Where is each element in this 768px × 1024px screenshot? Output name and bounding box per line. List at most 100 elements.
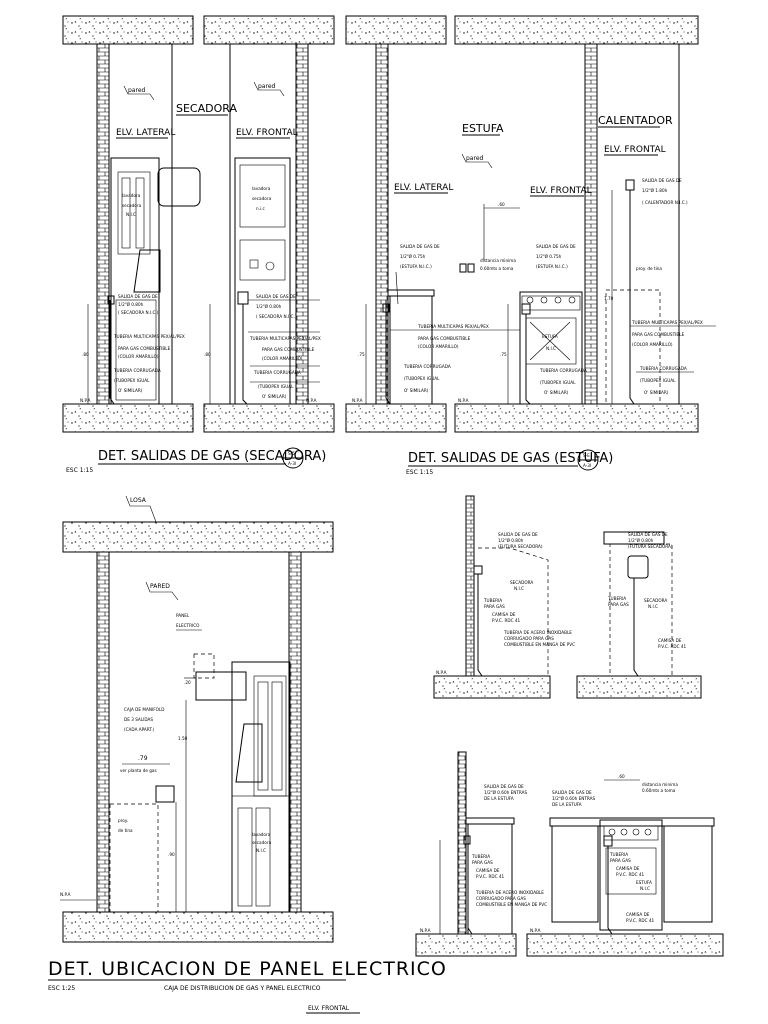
svg-text:DE LA ESTUFA: DE LA ESTUFA — [484, 796, 514, 801]
svg-text:SALIDA DE GAS DE: SALIDA DE GAS DE — [498, 532, 538, 537]
svg-text:SALIDA DE GAS DE: SALIDA DE GAS DE — [552, 790, 592, 795]
svg-text:P.V.C. RDC 41: P.V.C. RDC 41 — [626, 918, 654, 923]
svg-text:proy.: proy. — [118, 818, 128, 823]
svg-text:N.P.A: N.P.A — [80, 398, 91, 403]
svg-text:N.P.A: N.P.A — [436, 670, 447, 675]
svg-text:secadora: secadora — [252, 196, 272, 201]
svg-text:.80: .80 — [204, 352, 211, 357]
svg-text:N.P.A: N.P.A — [352, 398, 363, 403]
svg-text:1/2"Ø 1.80h: 1/2"Ø 1.80h — [642, 188, 668, 193]
svg-text:(FUTURA SECADORA): (FUTURA SECADORA) — [498, 544, 543, 549]
secadora-heading: SECADORA — [176, 102, 237, 115]
svg-text:N.P.A: N.P.A — [530, 928, 541, 933]
svg-text:TUBERIA CORRUGADA: TUBERIA CORRUGADA — [403, 364, 451, 369]
svg-text:1/2"Ø 0.80h: 1/2"Ø 0.80h — [498, 538, 524, 543]
svg-text:(ESTUFA N.I.C.): (ESTUFA N.I.C.) — [400, 264, 432, 269]
svg-text:1.70: 1.70 — [604, 296, 614, 301]
svg-text:lavadora: lavadora — [252, 832, 271, 837]
svg-text:n.i.c: n.i.c — [256, 206, 265, 211]
svg-text:O' SIMILAR): O' SIMILAR) — [404, 388, 429, 393]
svg-text:P.V.C. RDC 41: P.V.C. RDC 41 — [492, 618, 520, 623]
svg-text:COMBUSTIBLE EN MANGA DE PVC: COMBUSTIBLE EN MANGA DE PVC — [504, 642, 575, 647]
elv-lateral-label: ELV. LATERAL — [394, 183, 453, 193]
svg-text:PARA GAS COMBUSTIBLE: PARA GAS COMBUSTIBLE — [632, 332, 685, 337]
walls-top — [96, 43, 680, 405]
svg-text:LOSA: LOSA — [130, 497, 147, 504]
scale-label: ESC 1:15 — [66, 467, 93, 474]
svg-text:PARED: PARED — [150, 583, 170, 590]
svg-text:P.V.C. RDC 41: P.V.C. RDC 41 — [658, 644, 686, 649]
svg-text:(TUBOPEX IGUAL: (TUBOPEX IGUAL — [404, 376, 440, 381]
elv-frontal-label: ELV. FRONTAL — [308, 1005, 350, 1012]
svg-text:1/2"Ø 0.75h: 1/2"Ø 0.75h — [400, 254, 426, 259]
svg-text:TUBERIA: TUBERIA — [609, 852, 628, 857]
secadora-title: DET. SALIDAS DE GAS (SECADORA) — [98, 449, 326, 464]
svg-text:0.60mts a toma: 0.60mts a toma — [642, 788, 676, 793]
svg-text:(COLOR AMARILLO): (COLOR AMARILLO) — [632, 342, 673, 347]
svg-text:(COLOR AMARILLO): (COLOR AMARILLO) — [262, 356, 303, 361]
secadora-detail: SECADORA pared pared ELV. LATERAL ELV. F… — [66, 81, 326, 474]
svg-text:.79: .79 — [138, 755, 148, 762]
svg-text:PARA GAS: PARA GAS — [610, 858, 631, 863]
svg-text:SECADORA: SECADORA — [510, 580, 533, 585]
svg-text:secadora: secadora — [122, 203, 142, 208]
svg-text:CAJA DE MANIFOLD: CAJA DE MANIFOLD — [124, 707, 164, 712]
svg-text:lavadora: lavadora — [252, 186, 271, 191]
svg-text:O' SIMILAR): O' SIMILAR) — [544, 390, 569, 395]
svg-text:PARA GAS: PARA GAS — [472, 860, 493, 865]
svg-text:1/2"Ø 0.80h: 1/2"Ø 0.80h — [628, 538, 654, 543]
svg-text:.90: .90 — [168, 852, 175, 857]
svg-text:TUBERIA CORRUGADA: TUBERIA CORRUGADA — [113, 368, 161, 373]
svg-text:TUBERIA MULTICAPAS PEX/AL/PEX: TUBERIA MULTICAPAS PEX/AL/PEX — [249, 336, 321, 341]
svg-text:PARA GAS COMBUSTIBLE: PARA GAS COMBUSTIBLE — [418, 336, 471, 341]
calentador-detail: CALENTADOR ELV. FRONTAL SALIDA DE GAS DE… — [598, 114, 716, 405]
svg-text:A-3I: A-3I — [288, 461, 296, 466]
estufa-heading: ESTUFA — [462, 122, 504, 135]
elv-frontal-label: ELV. FRONTAL — [530, 186, 592, 196]
svg-text:N.I.C: N.I.C — [514, 586, 524, 591]
svg-text:CAMISA DE: CAMISA DE — [616, 866, 640, 871]
svg-text:1/2"Ø 0.60h ENTRAS: 1/2"Ø 0.60h ENTRAS — [552, 796, 596, 801]
pared-label: pared — [128, 87, 146, 94]
svg-text:(TUBOPEX IGUAL: (TUBOPEX IGUAL — [540, 380, 576, 385]
top-slabs — [62, 15, 699, 45]
svg-text:1/2"Ø 0.80h: 1/2"Ø 0.80h — [118, 302, 144, 307]
small-detail-estufa: SALIDA DE GAS DE 1/2"Ø 0.60h ENTRAS DE L… — [415, 751, 724, 957]
svg-text:PARA GAS: PARA GAS — [484, 604, 505, 609]
svg-text:SALIDA DE GAS DE: SALIDA DE GAS DE — [118, 294, 158, 299]
svg-text:TUBERIA MULTICAPAS PEX/AL/PEX: TUBERIA MULTICAPAS PEX/AL/PEX — [417, 324, 489, 329]
scale-label: ESC 1:15 — [406, 469, 433, 476]
svg-text:N.I.C: N.I.C — [256, 848, 266, 853]
svg-text:(TUBOPEX IGUAL: (TUBOPEX IGUAL — [640, 378, 676, 383]
svg-text:distancia minima: distancia minima — [480, 258, 516, 263]
svg-text:CORRUGADO PARA GAS: CORRUGADO PARA GAS — [504, 636, 554, 641]
svg-text:(TUBOPEX IGUAL: (TUBOPEX IGUAL — [114, 378, 150, 383]
svg-text:.80: .80 — [82, 352, 89, 357]
svg-text:1/2"Ø 0.60h ENTRAS: 1/2"Ø 0.60h ENTRAS — [484, 790, 528, 795]
svg-text:CAMISA DE: CAMISA DE — [658, 638, 682, 643]
svg-text:0.60mts a toma: 0.60mts a toma — [480, 266, 514, 271]
svg-text:1/2"Ø 0.75h: 1/2"Ø 0.75h — [536, 254, 562, 259]
svg-text:DE 3 SALIDAS: DE 3 SALIDAS — [124, 717, 153, 722]
svg-text:A-3I: A-3I — [583, 463, 591, 468]
svg-text:PARA GAS: PARA GAS — [608, 602, 629, 607]
svg-text:secadora: secadora — [252, 840, 272, 845]
small-detail-secadora: SALIDA DE GAS DE 1/2"Ø 0.80h (FUTURA SEC… — [433, 495, 702, 699]
svg-text:S-5: S-5 — [288, 451, 295, 456]
svg-text:CORRUGADO PARA GAS: CORRUGADO PARA GAS — [476, 896, 526, 901]
calentador-heading: CALENTADOR — [598, 114, 673, 127]
svg-text:( CALENTADOR N.I.C.): ( CALENTADOR N.I.C.) — [642, 200, 688, 205]
floors-top — [62, 403, 699, 433]
svg-text:.60: .60 — [498, 202, 505, 207]
svg-text:CAMISA DE: CAMISA DE — [626, 912, 650, 917]
svg-text:PANEL: PANEL — [176, 613, 190, 618]
svg-text:N.I.C: N.I.C — [640, 886, 650, 891]
svg-text:ELECTRICO: ELECTRICO — [176, 623, 200, 628]
svg-text:ESTUFA: ESTUFA — [542, 334, 558, 339]
svg-text:N.P.A: N.P.A — [306, 398, 317, 403]
svg-text:( SECADORA N.I.C.): ( SECADORA N.I.C.) — [256, 314, 297, 319]
svg-text:PARA GAS COMBUSTIBLE: PARA GAS COMBUSTIBLE — [262, 347, 315, 352]
svg-text:SALIDA DE GAS DE: SALIDA DE GAS DE — [642, 178, 682, 183]
svg-text:TUBERIA MULTICAPAS PEX/AL/PEX: TUBERIA MULTICAPAS PEX/AL/PEX — [631, 320, 703, 325]
